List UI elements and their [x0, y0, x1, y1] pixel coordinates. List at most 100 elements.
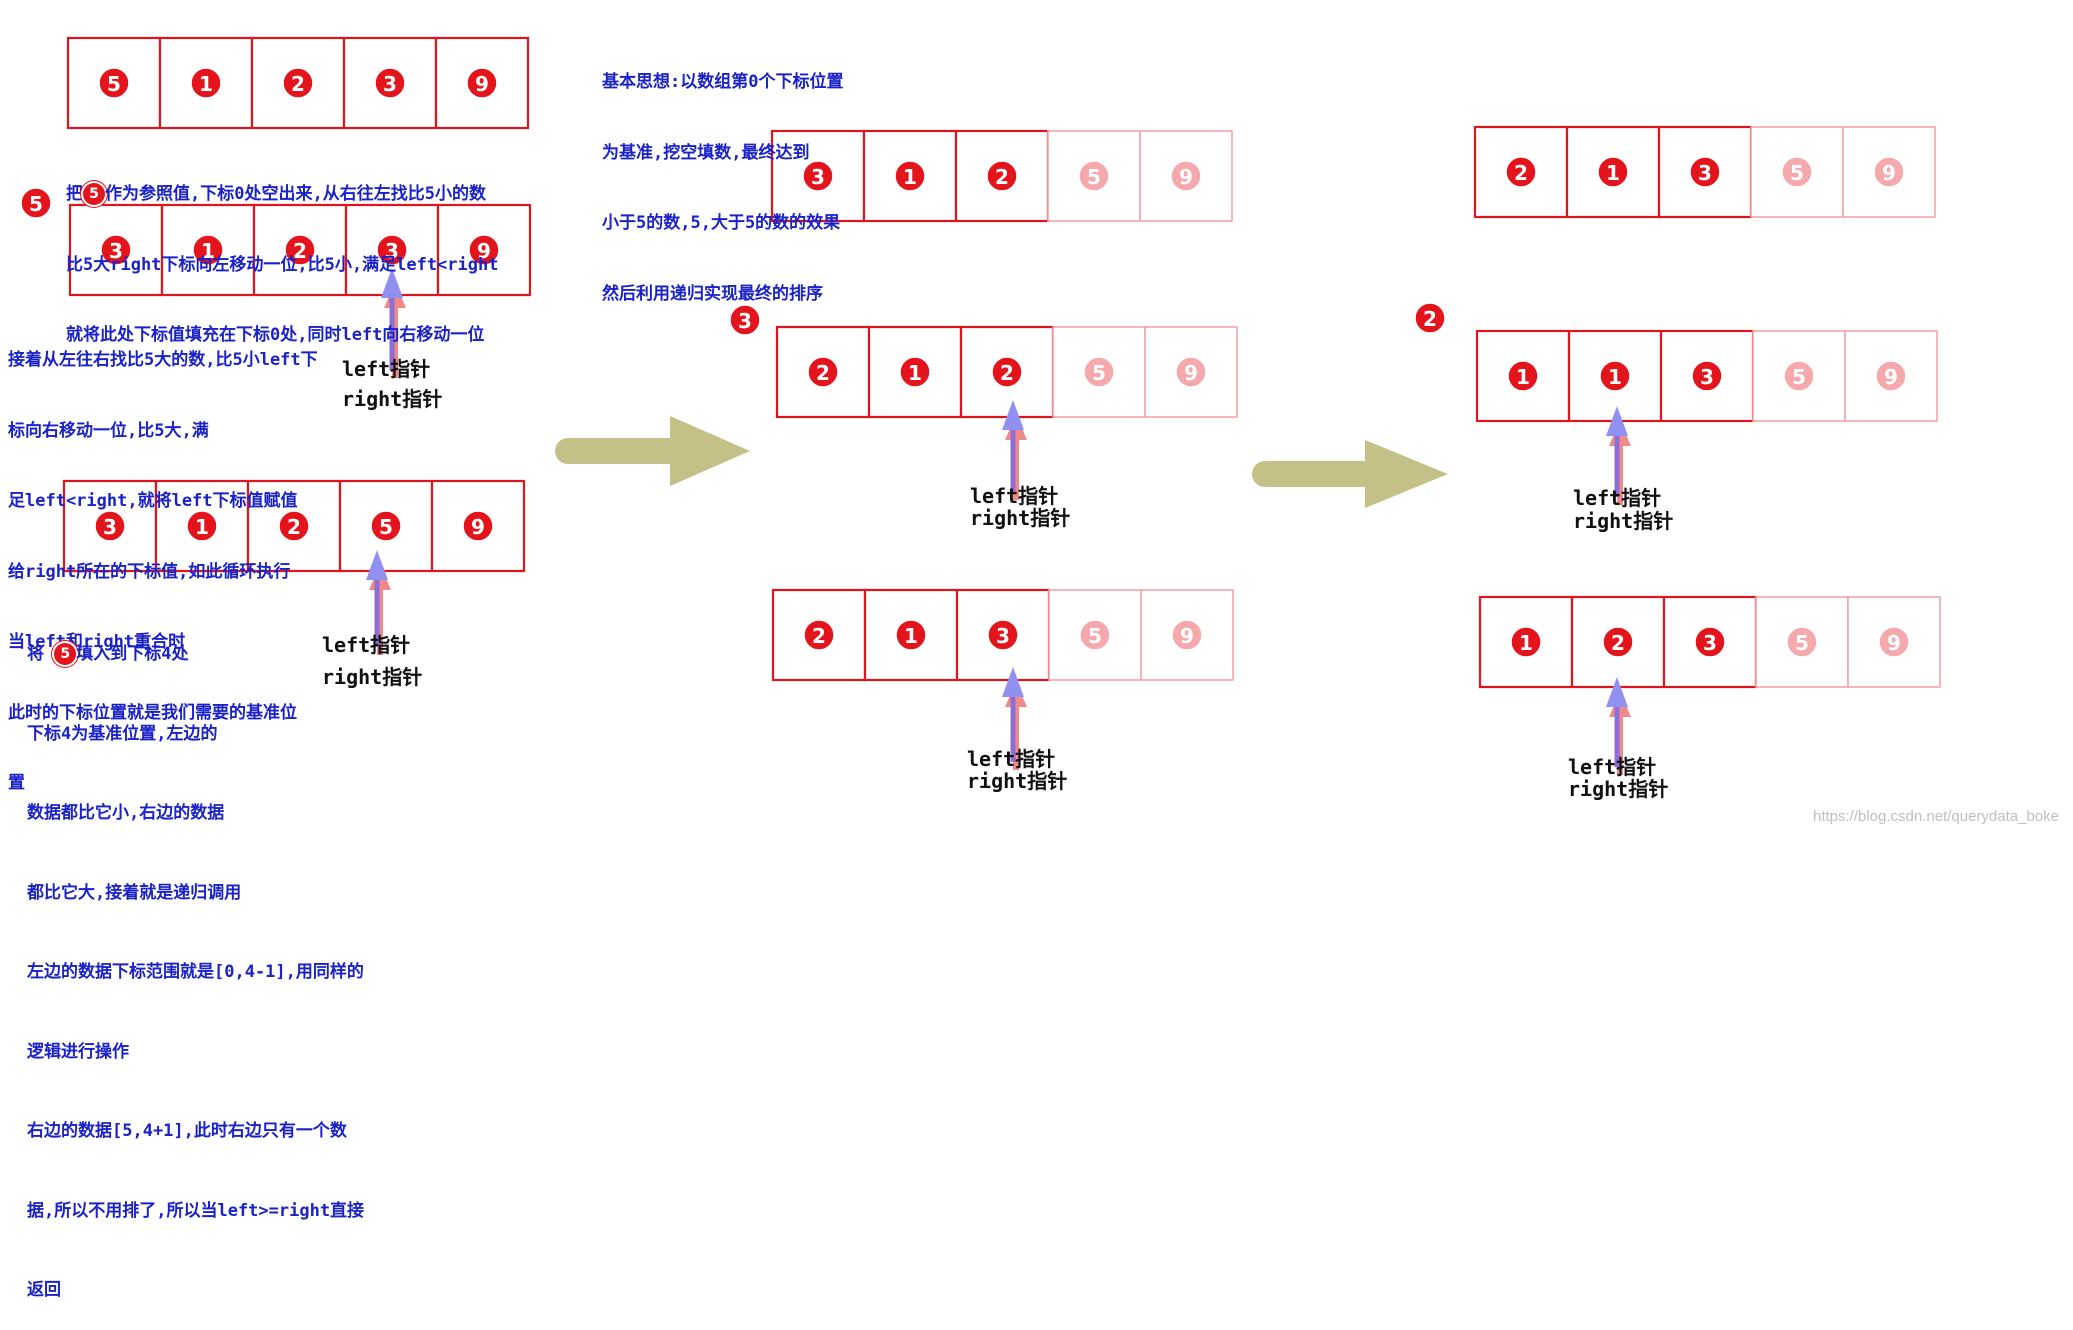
- number-ball-label: 2: [293, 239, 307, 263]
- number-ball: [894, 618, 928, 652]
- right-pointer-label: right指针: [342, 387, 443, 411]
- right-pointer-label: right指针: [1573, 509, 1674, 533]
- right-pointer-label: right指针: [322, 665, 423, 689]
- step1-line: 就将此处下标值填充在下标0处,同时left向右移动一位: [66, 325, 485, 345]
- number-ball: [1504, 155, 1538, 189]
- number-ball-label: 9: [1179, 165, 1193, 189]
- number-ball-label: 3: [1700, 365, 1714, 389]
- number-ball-label: 5: [1088, 624, 1102, 648]
- number-ball-label: 3: [996, 624, 1010, 648]
- pointer-arrow: [1606, 406, 1631, 505]
- number-ball: [93, 509, 127, 543]
- number-ball-label: 2: [816, 361, 830, 385]
- number-ball: [898, 355, 932, 389]
- number-ball: [990, 355, 1024, 389]
- number-ball-label: 2: [1611, 631, 1625, 655]
- left-pointer-label: left指针: [342, 357, 431, 381]
- number-ball: [369, 509, 403, 543]
- step2-line: 给right所在的下标值,如此循环执行: [8, 561, 291, 582]
- number-ball: [1077, 159, 1111, 193]
- number-ball-label: 9: [1180, 624, 1194, 648]
- step2-line: 置: [8, 773, 25, 793]
- number-ball-label: 1: [199, 72, 213, 96]
- step3-line: 右边的数据[5,4+1],此时右边只有一个数: [27, 1121, 347, 1141]
- number-ball: [467, 233, 501, 267]
- number-ball-label: 1: [1519, 631, 1533, 655]
- pivot-ball-5-label: 5: [29, 192, 43, 216]
- number-ball-label: 2: [1514, 161, 1528, 185]
- number-ball-label: 3: [385, 239, 399, 263]
- progress-arrow-2: [1252, 440, 1448, 508]
- number-ball: [373, 66, 407, 100]
- number-ball: [1780, 155, 1814, 189]
- idea-note: 基本思想:以数组第0个下标位置 为基准,挖空填数,最终达到 小于5的数,5,大于…: [602, 24, 843, 330]
- number-ball-label: 9: [471, 515, 485, 539]
- number-ball-label: 2: [995, 165, 1009, 189]
- number-ball-label: 1: [201, 239, 215, 263]
- number-ball: [1169, 159, 1203, 193]
- number-ball: [1693, 625, 1727, 659]
- number-ball: [375, 233, 409, 267]
- step1-line: 比5大right下标向左移动一位,比5小,满足left<right: [66, 254, 499, 275]
- number-ball: [99, 233, 133, 267]
- step2-line: 接着从左往右找比5大的数,比5小left下: [8, 350, 318, 370]
- number-ball-label: 5: [1795, 631, 1809, 655]
- number-ball: [1688, 155, 1722, 189]
- number-ball-label: 1: [903, 165, 917, 189]
- number-ball: [1598, 359, 1632, 393]
- number-ball: [1596, 155, 1630, 189]
- number-ball: [806, 355, 840, 389]
- step2-line: 足left<right,就将left下标值赋值: [8, 491, 298, 511]
- number-ball: [1601, 625, 1635, 659]
- number-ball-label: 2: [812, 624, 826, 648]
- step3-line: 左边的数据下标范围就是[0,4-1],用同样的: [27, 962, 364, 982]
- left-pointer-label: left指针: [322, 633, 411, 657]
- number-ball: [465, 66, 499, 100]
- number-ball: [893, 159, 927, 193]
- idea-line: 为基准,挖空填数,最终达到: [602, 142, 810, 163]
- number-ball: [1509, 625, 1543, 659]
- number-ball-label: 2: [291, 72, 305, 96]
- number-ball-label: 5: [1092, 361, 1106, 385]
- number-ball: [1174, 355, 1208, 389]
- pointer-arrows-layer: [366, 268, 1631, 775]
- number-ball-label: 1: [1606, 161, 1620, 185]
- left-pointer-label: left指针: [970, 484, 1059, 508]
- number-ball: [277, 509, 311, 543]
- pivot-ball-2: [1413, 301, 1447, 335]
- step2-line: 当left和right重合时: [8, 632, 186, 652]
- number-ball-label: 9: [1884, 365, 1898, 389]
- number-ball: [189, 66, 223, 100]
- number-ball: [1785, 625, 1819, 659]
- right-pointer-label: right指针: [1568, 777, 1669, 801]
- pivot-ball-5: [19, 186, 53, 220]
- pointer-arrow: [366, 550, 391, 655]
- pivot-inline-ball: 5: [83, 183, 105, 205]
- step3-line: 返回: [27, 1280, 61, 1300]
- step2-line: 此时的下标位置就是我们需要的基准位: [8, 702, 297, 723]
- step3-line: 都比它大,接着就是递归调用: [27, 882, 242, 903]
- number-ball-label: 5: [107, 72, 121, 96]
- number-ball: [185, 509, 219, 543]
- number-ball: [986, 618, 1020, 652]
- watermark: https://blog.csdn.net/querydata_boke: [1812, 808, 2059, 825]
- array-cell: [862, 129, 958, 223]
- number-ball-label: 3: [1703, 631, 1717, 655]
- number-ball: [1506, 359, 1540, 393]
- number-ball: [801, 159, 835, 193]
- number-ball: [1872, 155, 1906, 189]
- pivot-ball-3: [728, 303, 762, 337]
- number-ball-label: 2: [287, 515, 301, 539]
- left-pointer-label: left指针: [1568, 755, 1657, 779]
- pointer-arrow: [1606, 677, 1631, 775]
- array-cell: [1047, 130, 1141, 222]
